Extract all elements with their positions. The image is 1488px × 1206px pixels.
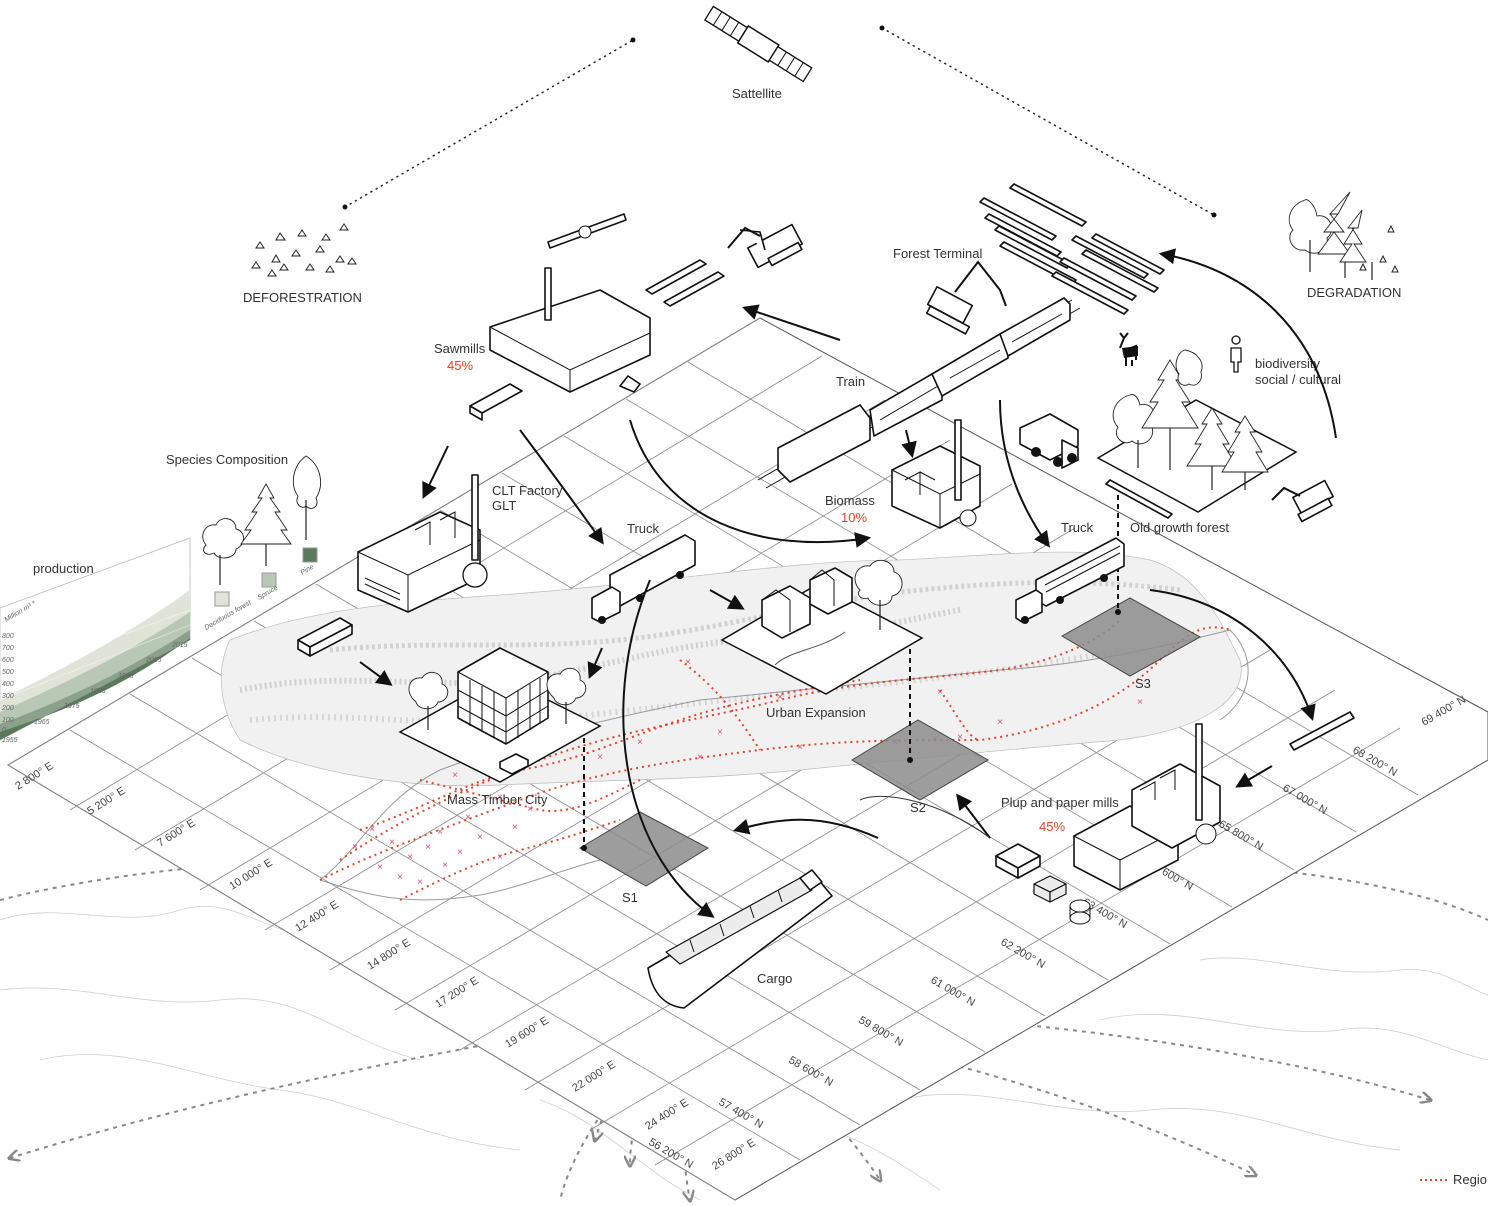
forest-terminal-label: Forest Terminal [893, 246, 982, 261]
svg-text:×: × [937, 687, 943, 698]
degradation-trees-icon [1289, 192, 1398, 280]
svg-text:×: × [1137, 697, 1143, 708]
satellite: Sattellite [343, 5, 1217, 218]
svg-text:×: × [352, 842, 358, 853]
person-icon [1231, 336, 1241, 372]
y-tick: 0 [2, 727, 6, 734]
deforestation-label: DEFORESTRATION [243, 290, 362, 305]
excavator-forest-icon [1272, 481, 1333, 522]
region-legend-label: Regio [1453, 1172, 1487, 1187]
pulp-paper-mills-label: Plup and paper mills [1001, 795, 1119, 810]
svg-text:×: × [512, 822, 518, 833]
x-tick: 1985 [90, 688, 106, 695]
x-tick: 1965 [34, 719, 50, 726]
svg-text:×: × [477, 832, 483, 843]
y-tick: 200 [1, 705, 14, 712]
train-label: Train [836, 374, 865, 389]
svg-text:×: × [997, 717, 1003, 728]
lumber-stack-icon [646, 260, 724, 306]
deer-icon [1120, 333, 1138, 366]
pine-tree-icon [293, 456, 320, 540]
biomass-label: Biomass [825, 493, 875, 508]
x-tick: 2005 [145, 657, 162, 664]
species-composition-label: Species Composition [166, 452, 288, 467]
clt-factory-label: CLT Factory [492, 483, 563, 498]
sawmills-percent: 45% [447, 358, 473, 373]
svg-text:×: × [717, 727, 723, 738]
cargo-label: Cargo [757, 971, 792, 986]
x-tick: 1975 [64, 703, 80, 710]
pulp-paper-percent: 45% [1039, 819, 1065, 834]
old-growth-forest-label: Old growth forest [1130, 520, 1229, 535]
svg-text:×: × [777, 692, 783, 703]
biomass-percent: 10% [841, 510, 867, 525]
svg-text:×: × [442, 860, 448, 871]
mass-timber-city-label: Mass Timber City [447, 792, 548, 807]
truck-label-1: Truck [627, 521, 660, 536]
timber-stacks-icon [980, 184, 1164, 314]
production-label: production [33, 561, 94, 576]
y-tick: 500 [2, 669, 14, 676]
y-tick: 300 [2, 693, 14, 700]
y-tick: 400 [2, 681, 14, 688]
pine-swatch [303, 548, 317, 562]
s3-label: S3 [1135, 676, 1151, 691]
degradation-label: DEGRADATION [1307, 285, 1401, 300]
svg-text:×: × [497, 852, 503, 863]
svg-text:×: × [397, 872, 403, 883]
deciduous-tree-icon [203, 519, 244, 585]
y-tick: 800 [2, 633, 14, 640]
spruce-tree-icon [241, 484, 291, 566]
svg-text:×: × [369, 824, 375, 835]
svg-text:×: × [389, 837, 395, 848]
svg-text:×: × [797, 742, 803, 753]
svg-text:×: × [452, 770, 458, 781]
svg-text:×: × [465, 812, 471, 823]
region-legend: Regio [1420, 1172, 1487, 1187]
pine-label: Pine [300, 564, 316, 577]
truck-label-2: Truck [1061, 520, 1094, 535]
svg-text:×: × [377, 862, 383, 873]
x-tick: 2015 [171, 642, 188, 649]
s1-label: S1 [622, 890, 638, 905]
svg-text:×: × [425, 842, 431, 853]
svg-text:×: × [957, 732, 963, 743]
deciduous-swatch [215, 592, 229, 606]
sawmills-label: Sawmills [434, 341, 486, 356]
excavator-icon [728, 225, 802, 268]
glt-label: GLT [492, 498, 516, 513]
dump-truck-icon [1020, 414, 1078, 468]
y-tick: 100 [2, 717, 14, 724]
svg-text:×: × [685, 657, 691, 668]
y-tick: 600 [2, 657, 14, 664]
svg-text:×: × [437, 827, 443, 838]
deforestation-stumps-icon [252, 224, 356, 276]
svg-text:×: × [407, 852, 413, 863]
excavator-terminal-icon [927, 262, 1006, 334]
urban-expansion-label: Urban Expansion [766, 705, 866, 720]
sawmill-building [470, 214, 650, 420]
x-tick: 1995 [118, 673, 134, 680]
svg-text:×: × [417, 877, 423, 888]
svg-text:×: × [457, 847, 463, 858]
x-tick: 1955 [2, 737, 18, 744]
satellite-label: Sattellite [732, 86, 782, 101]
svg-text:×: × [697, 752, 703, 763]
satellite-icon [704, 5, 813, 83]
y-tick: 700 [2, 645, 14, 652]
social-cultural-label: social / cultural [1255, 372, 1341, 387]
svg-text:×: × [637, 737, 643, 748]
svg-text:×: × [597, 752, 603, 763]
